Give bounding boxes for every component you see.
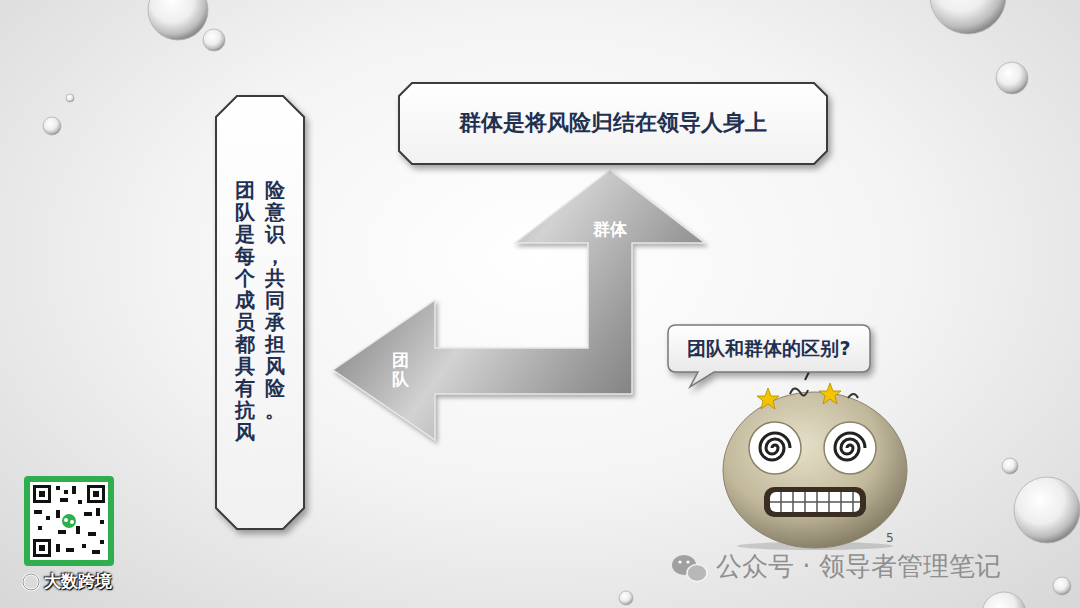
box-text: 群体是将风险归结在领导人身上 bbox=[459, 109, 767, 138]
qr-code bbox=[24, 476, 114, 566]
wechat-icon bbox=[672, 555, 707, 582]
dizzy-face bbox=[723, 372, 907, 550]
brand-logo bbox=[23, 574, 39, 590]
label-holder: 群体 bbox=[580, 219, 640, 239]
arrow-label: 团队 bbox=[392, 351, 409, 388]
label-holder: 5 bbox=[886, 531, 894, 545]
page-number: 5 bbox=[886, 531, 894, 545]
outline-shape bbox=[668, 325, 870, 387]
split-arrow bbox=[333, 170, 705, 440]
vertical-text: 团队是每个成员都具有抗风险意识，共同承担风险。 bbox=[235, 179, 285, 447]
watermark: 公众号 · 领导者管理笔记 bbox=[716, 551, 1001, 582]
speech-bubble: 团队和群体的区别? bbox=[668, 325, 870, 372]
label-holder: 团队 bbox=[392, 351, 409, 388]
arrow-label: 群体 bbox=[580, 219, 640, 239]
label-holder: 公众号 · 领导者管理笔记 bbox=[716, 551, 1001, 582]
box-text: 团队和群体的区别? bbox=[687, 336, 850, 361]
box-outline bbox=[215, 95, 305, 530]
team-box: 团队是每个成员都具有抗风险意识，共同承担风险。 bbox=[215, 95, 305, 530]
outline-shape bbox=[216, 96, 304, 529]
label-holder: 大数跨境 bbox=[44, 571, 112, 591]
watermark: 大数跨境 bbox=[44, 571, 112, 591]
group-box: 群体是将风险归结在领导人身上 bbox=[398, 82, 828, 165]
outline-shape bbox=[399, 83, 827, 164]
water-drops bbox=[43, 0, 1080, 608]
